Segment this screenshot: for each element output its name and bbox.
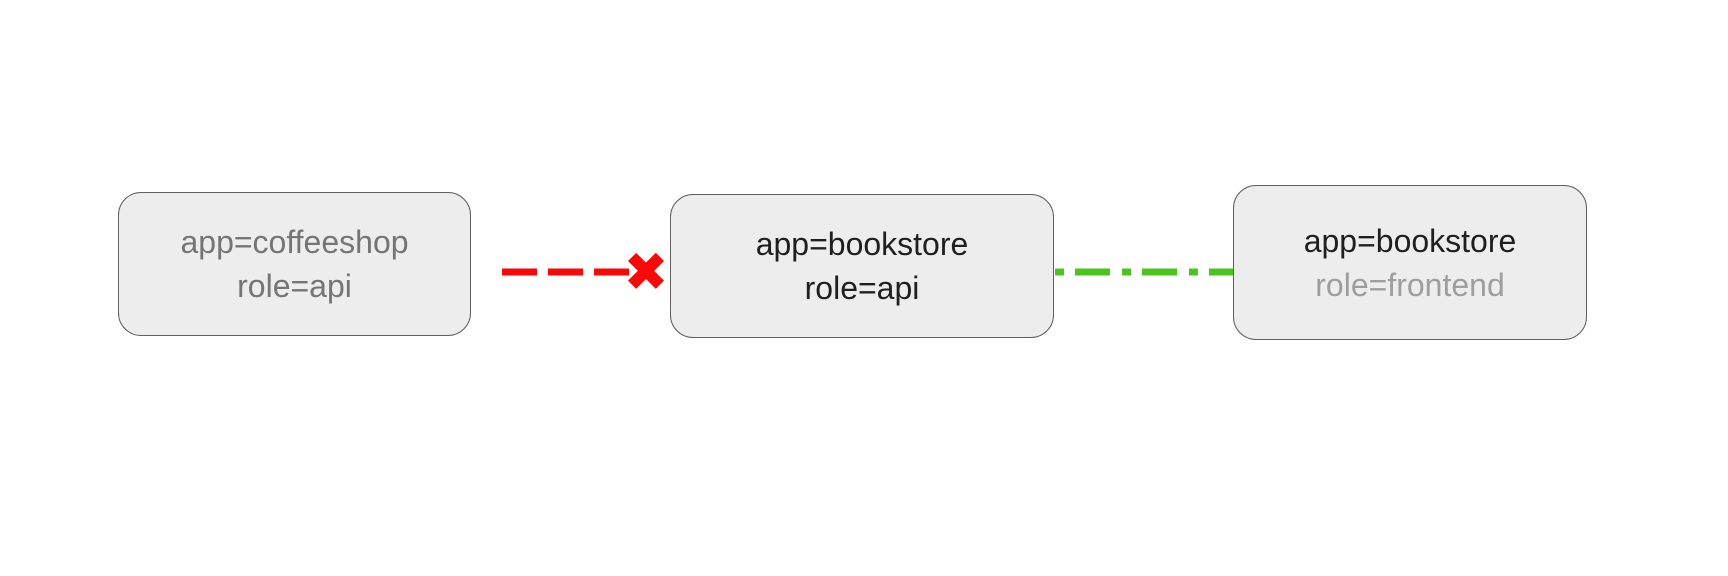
pod-label-app: app=bookstore <box>1303 222 1517 259</box>
pod-label-app: app=bookstore <box>755 226 969 262</box>
pod-label-role: role=api <box>804 270 920 306</box>
pod-node-bookstore-frontend: app=bookstore role=frontend <box>1233 185 1587 340</box>
pod-node-coffeeshop-api: app=coffeeshop role=api <box>118 192 471 336</box>
pod-node-bookstore-api: app=bookstore role=api <box>670 194 1054 338</box>
blocked-x-icon: ✖ <box>623 241 668 304</box>
pod-label-role: role=api <box>237 268 352 304</box>
pod-label-app: app=coffeeshop <box>180 224 409 260</box>
connection-allowed <box>1055 268 1233 276</box>
pod-label-role: role=frontend <box>1315 266 1505 303</box>
connection-denied: ✖ <box>502 241 669 304</box>
